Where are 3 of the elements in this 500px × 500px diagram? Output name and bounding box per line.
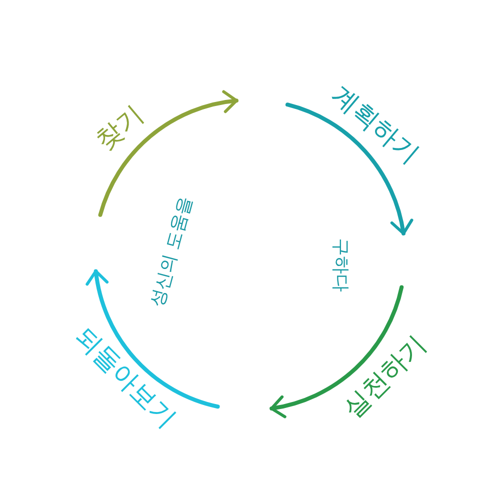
- stage-label: 찾기: [92, 101, 148, 155]
- center-caption: 구하다: [331, 238, 349, 292]
- center-caption: 성신의 도움을: [148, 194, 196, 310]
